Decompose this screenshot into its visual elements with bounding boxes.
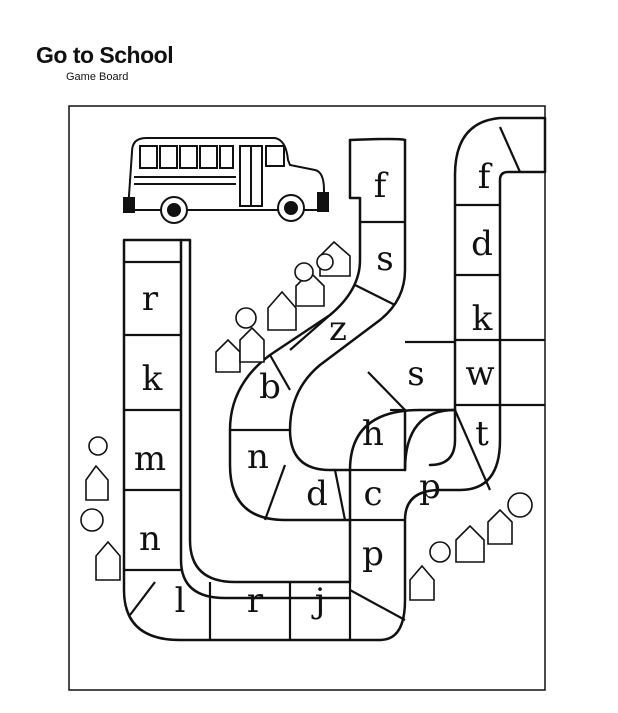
board-space-letter: b	[259, 367, 281, 407]
board-space-letter: h	[362, 414, 384, 454]
board-space-letter: j	[311, 581, 326, 621]
board-frame	[68, 105, 546, 691]
board-space-letter: r	[142, 279, 159, 319]
board-space-letter: w	[465, 354, 494, 394]
board-space-letter: l	[175, 581, 186, 621]
page-subtitle: Game Board	[66, 71, 129, 83]
board-space-letter: m	[134, 439, 166, 479]
houses-cluster-left	[80, 436, 121, 581]
houses-cluster-right	[409, 492, 533, 601]
page-title: Go to School	[36, 42, 174, 68]
board-space-letter: f	[478, 157, 493, 197]
board-space-letter: p	[419, 467, 441, 507]
board-space-letter: k	[472, 299, 493, 339]
space-dividers	[124, 126, 545, 640]
board-space-letter: s	[407, 354, 424, 394]
board-space-letter: s	[376, 239, 393, 279]
board-space-letter: p	[362, 534, 384, 574]
houses-cluster-center	[215, 240, 351, 373]
board-space-letter: t	[475, 414, 489, 454]
board-space-letter: z	[329, 309, 347, 349]
board-space-letter: d	[306, 474, 328, 514]
board-space-letter: f	[374, 166, 389, 206]
board-space-letter: c	[363, 474, 382, 514]
path-track	[122, 116, 547, 642]
board-space-letter: d	[471, 224, 493, 264]
school-bus-icon	[123, 137, 329, 224]
board-space-letter: n	[247, 437, 269, 477]
board-space-letter: n	[139, 519, 161, 559]
board-space-letter: r	[247, 581, 264, 621]
board-space-letter: k	[142, 359, 163, 399]
